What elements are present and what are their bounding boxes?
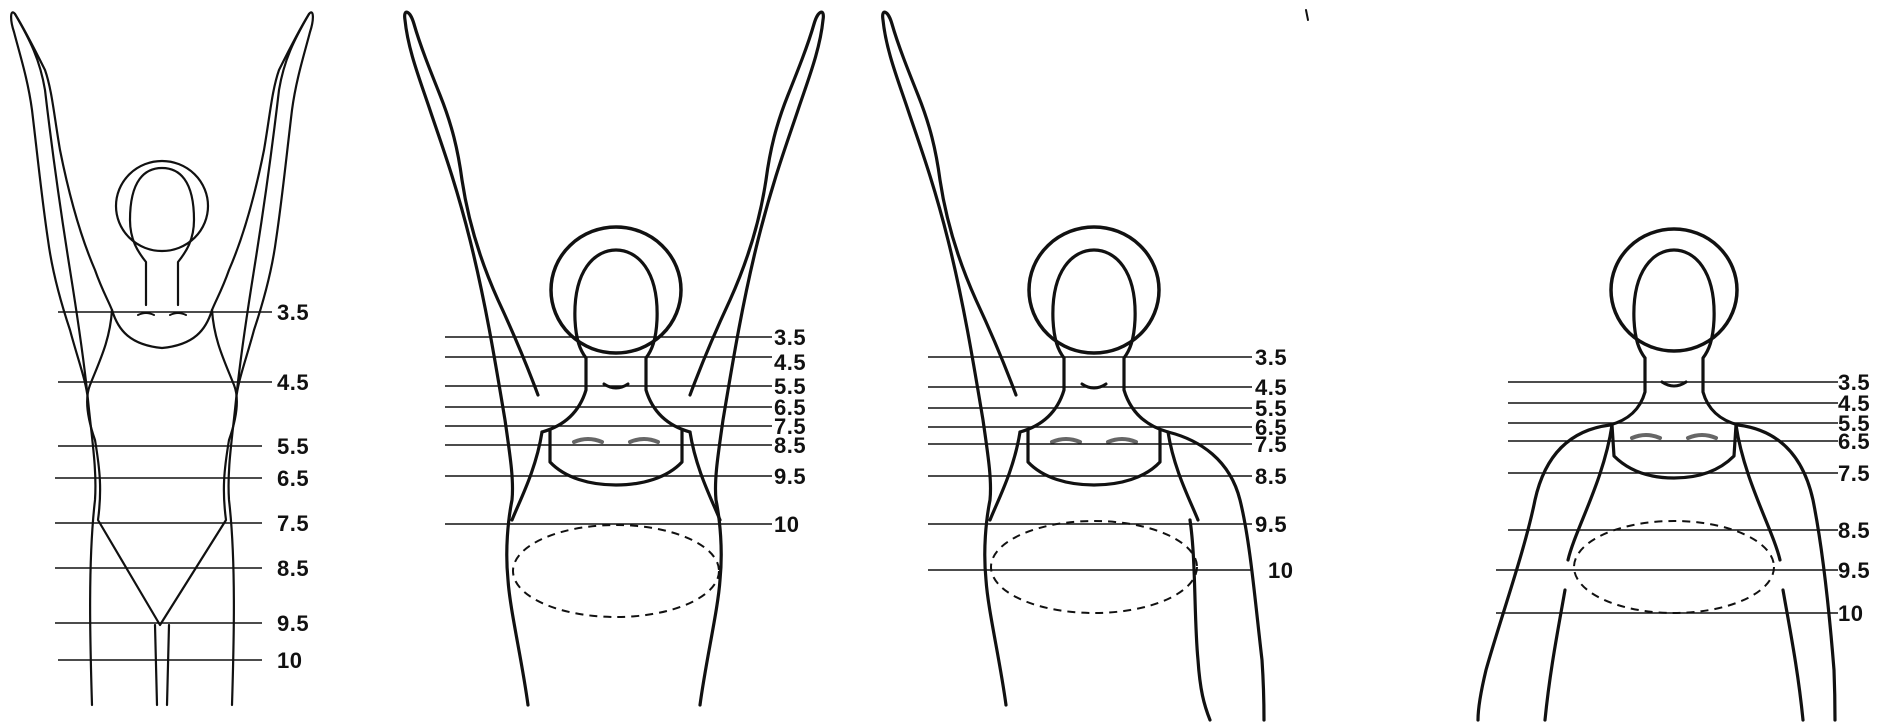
fig1-label-3-5: 3.5: [277, 300, 309, 325]
fig3-label-8-5: 8.5: [1255, 464, 1287, 489]
fig4-label-6-5: 6.5: [1838, 429, 1870, 454]
fig4-label-8-5: 8.5: [1838, 518, 1870, 543]
figure-4: 3.5 4.5 5.5 6.5 7.5 8.5 9.5 10: [1478, 229, 1870, 720]
fig1-label-5-5: 5.5: [277, 434, 309, 459]
fig1-label-8-5: 8.5: [277, 556, 309, 581]
fig3-label-9-5: 9.5: [1255, 512, 1287, 537]
fig1-label-7-5: 7.5: [277, 511, 309, 536]
fig2-label-8-5: 8.5: [774, 433, 806, 458]
fig1-label-10: 10: [277, 648, 302, 673]
fig2-label-3-5: 3.5: [774, 325, 806, 350]
fig4-label-9-5: 9.5: [1838, 558, 1870, 583]
fig4-label-7-5: 7.5: [1838, 461, 1870, 486]
fig2-label-10: 10: [774, 512, 799, 537]
fig1-label-4-5: 4.5: [277, 370, 309, 395]
fig2-label-9-5: 9.5: [774, 464, 806, 489]
fig4-label-10: 10: [1838, 601, 1863, 626]
figure-1: 3.5 4.5 5.5 6.5 7.5 8.5 9.5 10: [11, 12, 313, 705]
fig1-label-9-5: 9.5: [277, 611, 309, 636]
figure-2: 3.5 4.5 5.5 6.5 7.5 8.5 9.5 10: [405, 12, 824, 705]
fig1-label-6-5: 6.5: [277, 466, 309, 491]
figure-3: 3.5 4.5 5.5 6.5 7.5 8.5 9.5 10: [883, 10, 1308, 720]
fig3-label-7-5: 7.5: [1255, 432, 1287, 457]
fig3-label-10: 10: [1268, 558, 1293, 583]
fig3-label-3-5: 3.5: [1255, 345, 1287, 370]
fig2-label-4-5: 4.5: [774, 350, 806, 375]
